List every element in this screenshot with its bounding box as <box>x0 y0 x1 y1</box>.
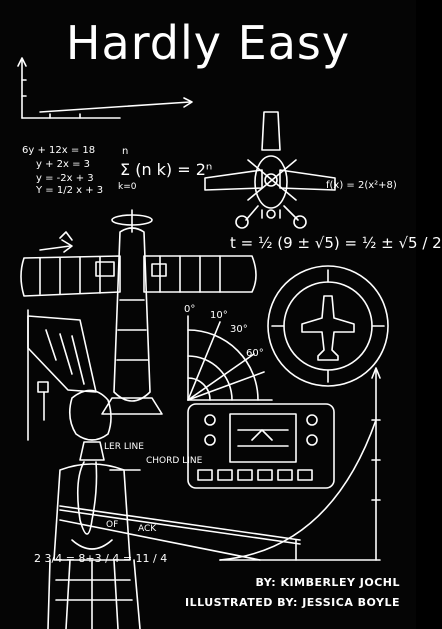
function-formula: f(x) = 2(x²+8) <box>326 180 397 191</box>
t-formula: t = ½ (9 ± √5) = ½ ± √5 / 2 <box>230 234 442 252</box>
fraction-formula: 2 3/4 = 8+3 / 4 = 11 / 4 <box>34 552 168 565</box>
sum-formula: Σ (n k) = 2ⁿ <box>120 160 213 179</box>
sum-limit-bottom: k=0 <box>118 182 137 192</box>
equation-line-3: y = -2x + 3 <box>36 173 94 184</box>
angle-label-30: 30° <box>230 324 248 335</box>
angle-label-10: 10° <box>210 310 228 321</box>
curve-graph-sketch <box>219 367 381 561</box>
angle-label-0: 0° <box>184 304 196 315</box>
book-cover: Hardly Easy 6y + 12x = 18 y + 2x = 3 y =… <box>17 16 442 629</box>
author-credit: BY: KIMBERLEY JOCHL <box>255 576 400 589</box>
main-airplane-sketch <box>20 209 257 415</box>
of-label: OF <box>106 520 119 530</box>
angle-label-60: 60° <box>246 348 264 359</box>
illustrator-credit: ILLUSTRATED BY: JESSICA BOYLE <box>184 596 400 609</box>
small-arrow-sketch <box>39 231 73 253</box>
radio-panel-sketch <box>187 403 335 489</box>
chord-line-label: CHORD LINE <box>146 456 203 466</box>
angle-diagram-sketch <box>187 315 273 401</box>
ack-label: ACK <box>138 524 157 534</box>
girl-figure-sketch <box>47 389 141 629</box>
equation-line-1: 6y + 12x = 18 <box>22 145 96 156</box>
book-title: Hardly Easy <box>65 16 351 70</box>
ler-line-label: LER LINE <box>104 442 144 452</box>
equation-line-4: Y = 1/2 x + 3 <box>36 185 104 196</box>
chord-line-sketch <box>59 469 301 561</box>
sum-limit-top: n <box>122 146 129 157</box>
axes-graph <box>17 57 193 119</box>
top-airplane-sketch <box>204 111 336 229</box>
equation-line-2: y + 2x = 3 <box>36 159 91 170</box>
heading-indicator-sketch <box>267 265 389 387</box>
windsock-sketch <box>27 309 97 441</box>
chalkboard-illustrations <box>17 57 389 629</box>
